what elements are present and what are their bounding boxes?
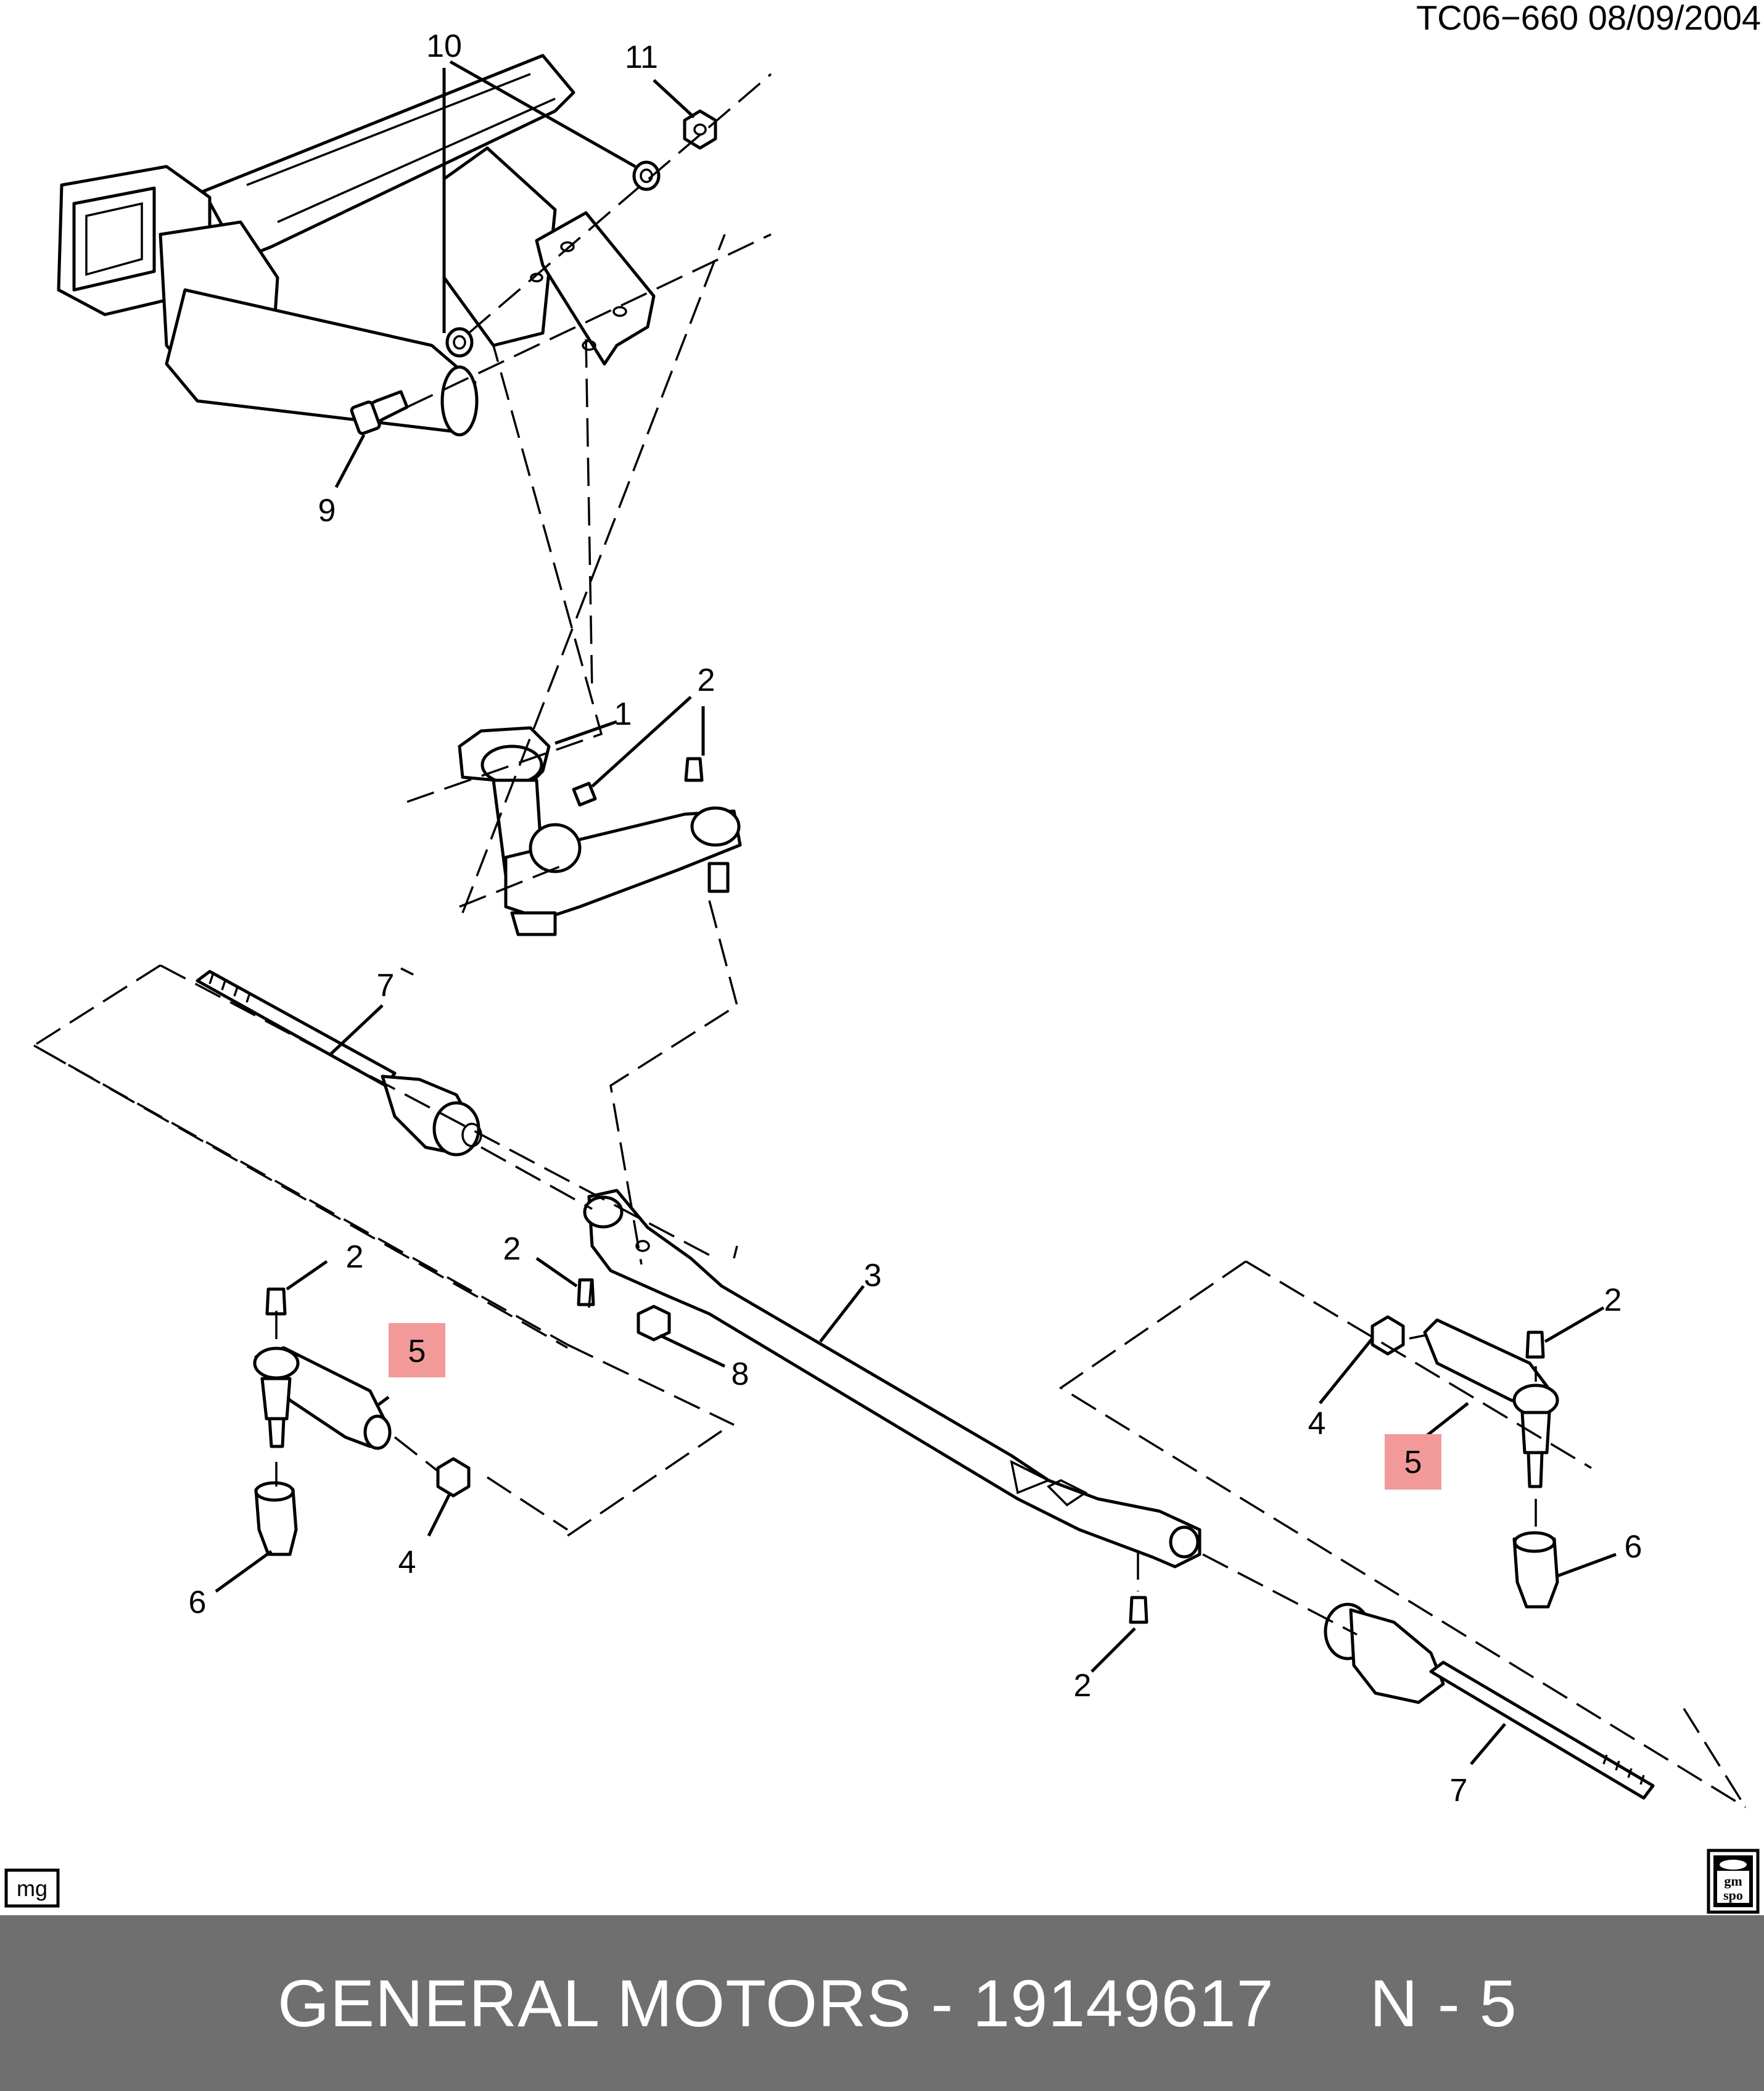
- callout-2-right: 2: [1604, 1282, 1622, 1318]
- part-number-caption: GENERAL MOTORS - 19149617 N - 5: [278, 1966, 1517, 2040]
- tie-rod-end-right: [1423, 1318, 1559, 1488]
- callout-5-right: 5: [1404, 1445, 1422, 1480]
- callout-3: 3: [864, 1258, 882, 1293]
- inner-tie-rod-left: [196, 970, 482, 1157]
- leader-lines: [215, 60, 1617, 1765]
- bolt-9: [350, 390, 409, 435]
- washer-10: [445, 160, 661, 358]
- idler-arm: [458, 726, 742, 936]
- gm-spo-logo: gm spo: [1707, 1849, 1760, 1914]
- grease-fittings-right: [1129, 1330, 1545, 1624]
- callout-4-right: 4: [1308, 1406, 1326, 1441]
- alignment-lines: [31, 73, 1747, 1808]
- mg-logo: mg: [4, 1868, 60, 1908]
- nut-4-left: [436, 1457, 471, 1498]
- highlight-5-right: [1385, 1434, 1441, 1490]
- callout-10: 10: [426, 28, 462, 64]
- callout-7-right: 7: [1450, 1773, 1468, 1808]
- callout-6-left: 6: [189, 1585, 207, 1620]
- tie-rod-end-left: [253, 1346, 392, 1450]
- callout-4-left: 4: [398, 1545, 416, 1580]
- callout-7-left: 7: [377, 968, 395, 1004]
- highlight-5-left: [389, 1323, 445, 1377]
- nut-11: [683, 109, 717, 150]
- grease-fitting: [572, 757, 704, 807]
- callout-2-relay: 2: [503, 1231, 521, 1267]
- callout-9: 9: [318, 493, 336, 529]
- svg-text:spo: spo: [1723, 1887, 1743, 1903]
- drawing-id: TC06−660 08/09/2004: [1416, 0, 1761, 37]
- nut-8: [637, 1305, 671, 1342]
- callout-1: 1: [614, 696, 632, 732]
- boot-6-left: [254, 1481, 298, 1556]
- callout-2-bottom: 2: [1074, 1668, 1092, 1704]
- callout-2-idler: 2: [698, 662, 715, 698]
- callout-8: 8: [732, 1356, 749, 1392]
- svg-text:mg: mg: [17, 1876, 47, 1901]
- inner-tie-rod-right: [1324, 1602, 1655, 1800]
- callout-11: 11: [625, 39, 658, 75]
- svg-text:gm: gm: [1724, 1873, 1742, 1889]
- boot-6-right: [1512, 1531, 1559, 1609]
- relay-rod: [583, 1189, 1201, 1569]
- frame-assembly: [57, 54, 656, 437]
- nut-4-right: [1370, 1315, 1405, 1356]
- callout-5-left: 5: [408, 1334, 426, 1369]
- callout-2-left: 2: [346, 1239, 364, 1275]
- footer-bar: GENERAL MOTORS - 19149617 N - 5: [0, 1915, 1764, 2091]
- parts-diagram: TC06−660 08/09/2004: [4, 0, 1761, 1914]
- callout-6-right: 6: [1625, 1529, 1642, 1565]
- grease-fittings-left: [265, 1278, 595, 1316]
